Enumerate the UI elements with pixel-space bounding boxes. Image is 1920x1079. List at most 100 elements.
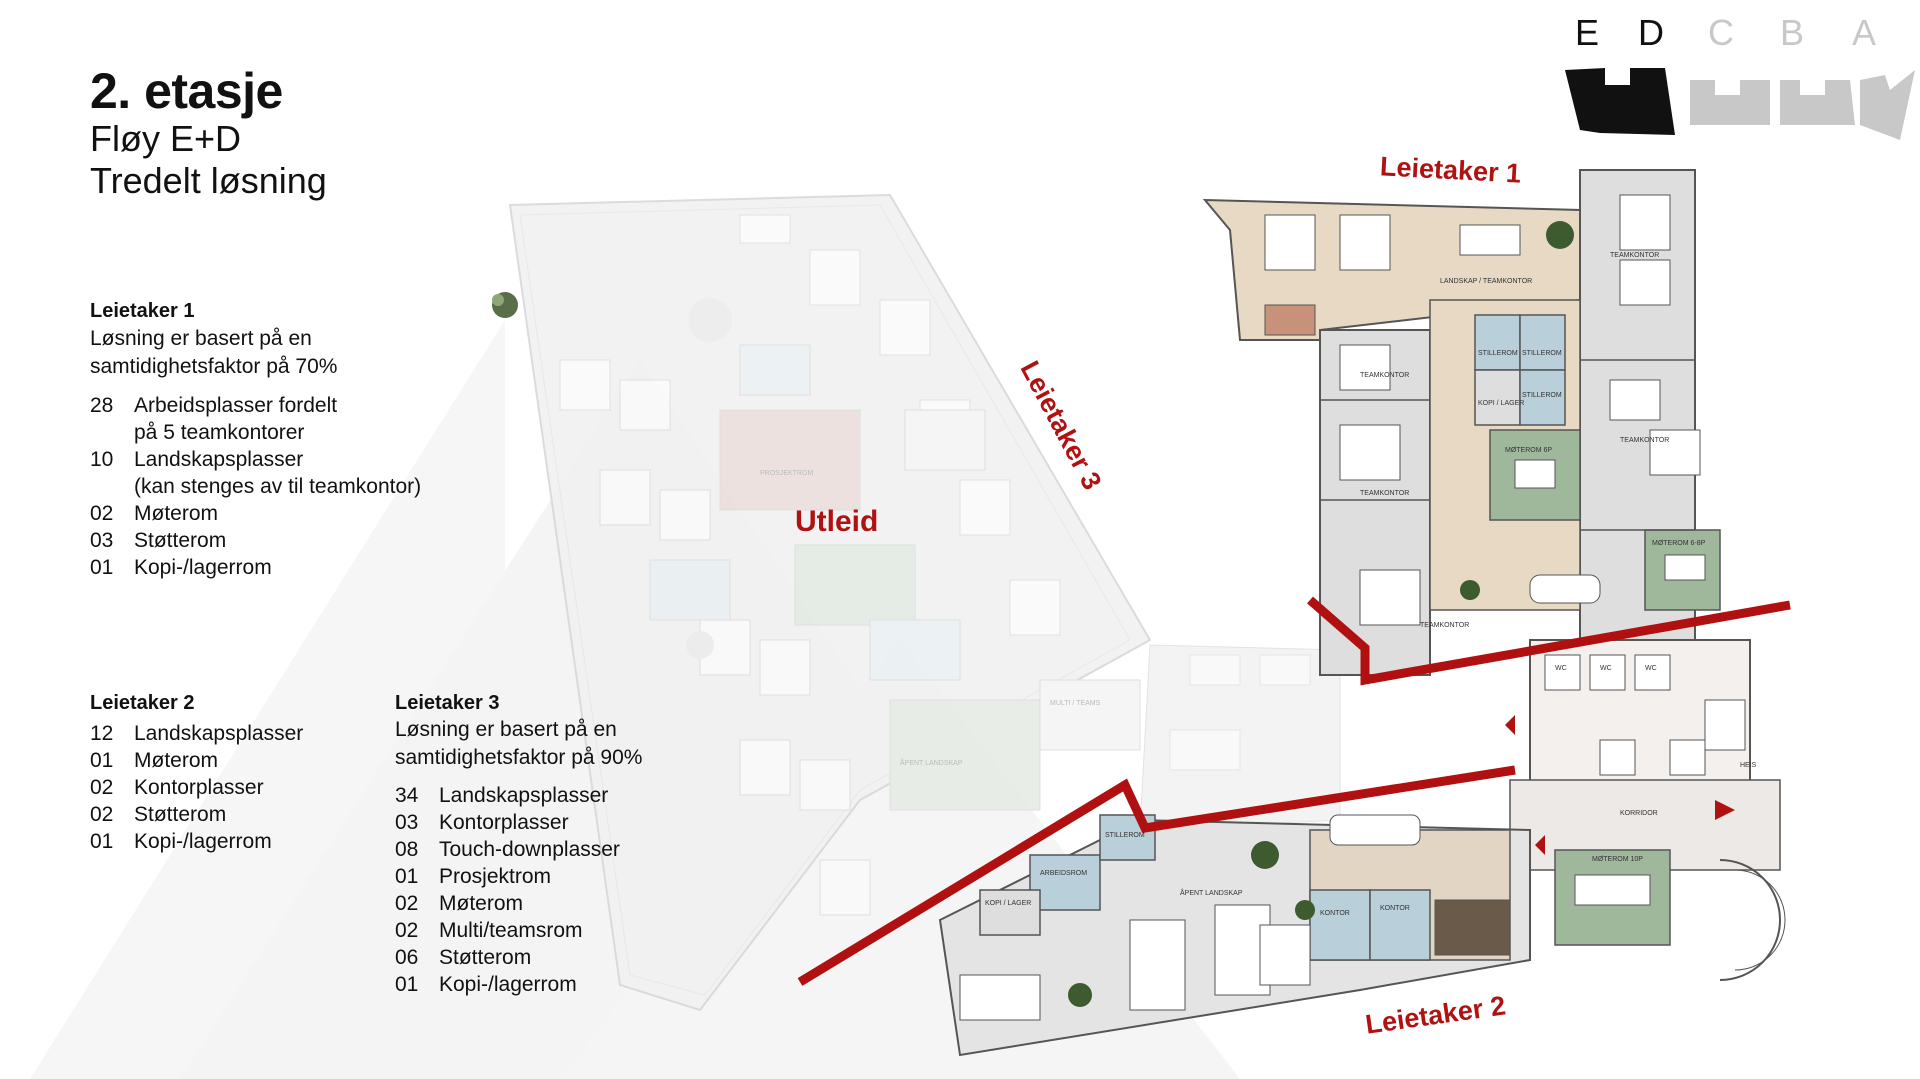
tenant1-desc-line2: samtidighetsfaktor på 70% — [90, 355, 338, 378]
item-label: Støtterom — [134, 803, 227, 826]
tenant3-item: 03 Kontorplasser — [395, 809, 569, 836]
item-label: Landskapsplasser — [134, 722, 304, 745]
tenant2-item: 01 Kopi-/lagerrom — [90, 828, 272, 855]
tenant2-area — [938, 814, 1671, 1057]
item-label: Multi/teamsrom — [439, 919, 583, 942]
room-label: KONTOR — [1320, 910, 1350, 917]
map-label-rented: Utleid — [795, 505, 879, 538]
item-label-cont: (kan stenges av til teamkontor) — [134, 475, 422, 498]
item-count: 02 — [395, 919, 419, 942]
item-count: 03 — [90, 529, 114, 552]
plant-icon — [1251, 841, 1279, 869]
room-label: TEAMKONTOR — [1610, 252, 1660, 259]
room-label: MULTI / TEAMS — [1050, 700, 1101, 707]
item-count: 02 — [395, 892, 419, 915]
item-label: Landskapsplasser — [134, 448, 304, 471]
item-count: 02 — [90, 776, 114, 799]
item-label: Møterom — [134, 502, 218, 525]
item-label: Kontorplasser — [439, 811, 569, 834]
room-label: KOPI / LAGER — [985, 900, 1032, 907]
room-label: LANDSKAP / TEAMKONTOR — [1440, 278, 1533, 285]
room-label: KONTOR — [1380, 905, 1410, 912]
item-count: 02 — [90, 803, 114, 826]
item-label-cont: på 5 teamkontorer — [134, 421, 305, 444]
page-subtitle-solution: Tredelt løsning — [90, 160, 327, 201]
item-count: 06 — [395, 946, 419, 969]
room-label: STILLEROM — [1522, 392, 1562, 399]
room-label: KOPI / LAGER — [1478, 400, 1525, 407]
item-count: 12 — [90, 722, 114, 745]
room-label: TEAMKONTOR — [1360, 372, 1410, 379]
item-count: 01 — [395, 865, 419, 888]
item-count: 01 — [90, 749, 114, 772]
room-label: STILLEROM — [1478, 350, 1518, 357]
item-label: Støtterom — [439, 946, 532, 969]
room-label: TEAMKONTOR — [1620, 437, 1670, 444]
tenant2-item: 12 Landskapsplasser — [90, 720, 303, 747]
room-label: WC — [1600, 665, 1612, 672]
item-label: Kopi-/lagerrom — [134, 830, 272, 853]
item-label: Møterom — [134, 749, 218, 772]
room-label: ARBEIDSROM — [1040, 870, 1088, 877]
tenant1-desc-line1: Løsning er basert på en — [90, 327, 312, 350]
tenant3-item: 08 Touch-downplasser — [395, 836, 620, 863]
tenant3-item: 06 Støtterom — [395, 944, 531, 971]
room-label: Åpent landskap — [1180, 890, 1243, 897]
item-count: 08 — [395, 838, 419, 861]
tenant2-item: 01 Møterom — [90, 747, 218, 774]
tenant3-item: 01 Kopi-/lagerrom — [395, 971, 577, 998]
room-label: WC — [1645, 665, 1657, 672]
room-label: MØTEROM 6P — [1505, 447, 1553, 454]
room-label: HEIS — [1740, 762, 1757, 769]
plant-icon — [1460, 580, 1480, 600]
room-label: STILLEROM — [1522, 350, 1562, 357]
item-label: Kopi-/lagerrom — [439, 973, 577, 996]
item-count: 03 — [395, 811, 419, 834]
boundary-line-tenant2 — [797, 765, 1516, 986]
wing-letter-d: D — [1638, 12, 1664, 53]
page-subtitle-wing: Fløy E+D — [90, 118, 242, 159]
tenant1-area — [1202, 169, 1721, 681]
plant-icon — [1295, 900, 1315, 920]
item-count: 01 — [90, 556, 114, 579]
plant-icon — [1546, 221, 1574, 249]
wing-letter-c: C — [1708, 12, 1734, 53]
room-label: Korridor — [1620, 810, 1658, 817]
tenant2-item: 02 Støtterom — [90, 801, 226, 828]
item-label: Møterom — [439, 892, 523, 915]
tenant2-item: 02 Kontorplasser — [90, 774, 264, 801]
item-label: Touch-downplasser — [439, 838, 620, 861]
item-label: Kontorplasser — [134, 776, 264, 799]
item-label: Landskapsplasser — [439, 784, 609, 807]
room-label: MØTEROM 6-8P — [1652, 540, 1706, 547]
rented-wing — [508, 193, 1341, 1012]
tenant1-heading: Leietaker 1 — [90, 300, 195, 322]
item-count: 01 — [395, 973, 419, 996]
tenant1-item: 01 Kopi-/lagerrom — [90, 554, 272, 581]
wing-key — [1565, 68, 1915, 140]
room-label: STILLEROM — [1105, 832, 1145, 839]
tenant3-desc-line1: Løsning er basert på en — [395, 718, 617, 741]
tenant3-item: 34 Landskapsplasser — [395, 782, 608, 809]
item-count: 01 — [90, 830, 114, 853]
wing-letter-b: B — [1780, 12, 1805, 53]
tenant3-item: 02 Møterom — [395, 890, 523, 917]
plant-icon — [1068, 983, 1092, 1007]
item-label: Kopi-/lagerrom — [134, 556, 272, 579]
tenant1-item: 10 Landskapsplasser (kan stenges av til t… — [90, 446, 421, 500]
tenant3-heading: Leietaker 3 — [395, 692, 500, 714]
wing-letter-a: A — [1852, 12, 1877, 53]
tenant3-desc-line2: samtidighetsfaktor på 90% — [395, 746, 643, 769]
item-count: 34 — [395, 784, 419, 807]
room-label: MØTEROM 10P — [1592, 856, 1643, 863]
item-label: Arbeidsplasser fordelt — [134, 394, 338, 417]
wing-letter-e: E — [1575, 12, 1600, 53]
room-label: PROSJEKTROM — [760, 470, 814, 477]
room-label: TEAMKONTOR — [1360, 490, 1410, 497]
item-count: 10 — [90, 448, 114, 471]
